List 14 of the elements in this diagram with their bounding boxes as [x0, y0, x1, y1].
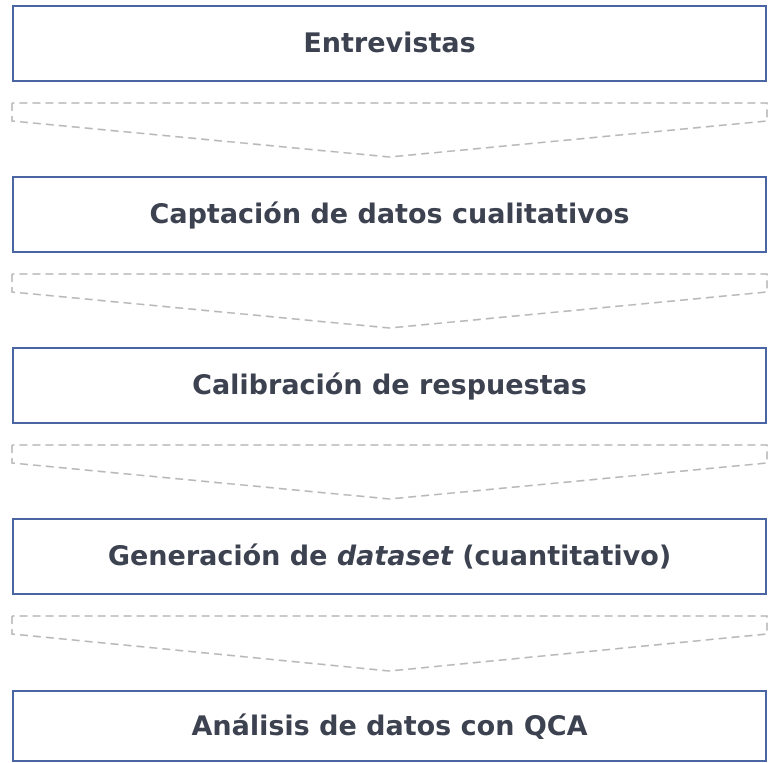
dashed-chevron-arrow [11, 273, 768, 329]
step-label: Generación de dataset (cuantitativo) [108, 541, 672, 572]
dashed-chevron-arrow [11, 102, 768, 158]
process-box [12, 5, 767, 82]
step-label: Calibración de respuestas [192, 370, 587, 401]
process-box [12, 690, 767, 762]
process-box [12, 518, 767, 595]
dashed-chevron-arrow [11, 444, 768, 500]
step-label: Captación de datos cualitativos [150, 199, 630, 230]
process-box [12, 176, 767, 253]
step-label: Análisis de datos con QCA [192, 710, 588, 742]
process-box [12, 347, 767, 424]
step-label: Entrevistas [303, 28, 476, 59]
dashed-chevron-arrow [11, 615, 768, 672]
